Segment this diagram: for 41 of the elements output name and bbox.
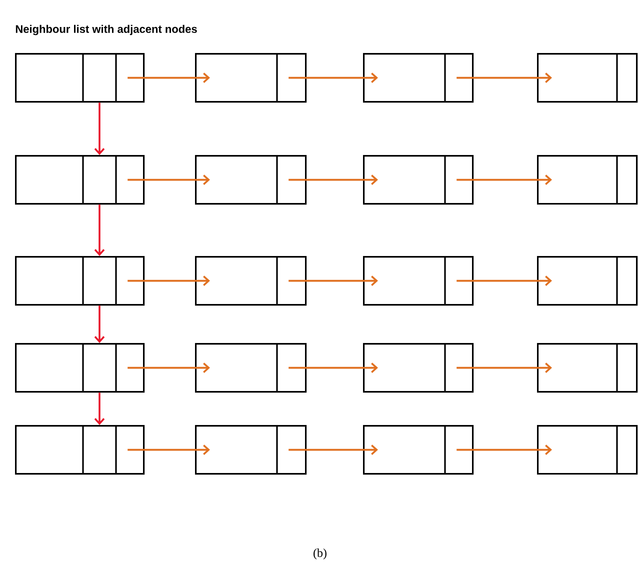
arrow <box>128 444 210 455</box>
arrow <box>128 362 210 373</box>
arrow <box>128 276 210 286</box>
list-node-box <box>15 343 145 393</box>
arrow <box>94 392 105 425</box>
list-node-box <box>537 256 638 306</box>
list-node-box <box>363 53 474 103</box>
list-node-box <box>195 343 307 393</box>
list-node-box <box>363 343 474 393</box>
arrow <box>456 276 552 286</box>
list-node-box <box>195 425 307 475</box>
list-node-box <box>537 425 638 475</box>
list-node-box <box>363 155 474 205</box>
arrow <box>94 102 105 155</box>
arrow <box>128 174 210 185</box>
list-node-box <box>195 256 307 306</box>
list-node-box <box>15 155 145 205</box>
caption: (b) <box>314 548 326 560</box>
arrow <box>128 72 210 83</box>
list-node-box <box>363 256 474 306</box>
arrow <box>456 72 552 83</box>
arrow <box>94 306 105 343</box>
list-node-box <box>195 53 307 103</box>
arrow <box>456 362 552 373</box>
list-node-box <box>195 155 307 205</box>
arrow <box>288 174 378 185</box>
list-node-box <box>537 53 638 103</box>
list-node-box <box>537 343 638 393</box>
arrow <box>456 444 552 455</box>
arrow <box>288 444 378 455</box>
arrow <box>94 204 105 256</box>
arrow <box>288 72 378 83</box>
arrow <box>456 174 552 185</box>
list-node-box <box>15 256 145 306</box>
arrow <box>288 276 378 286</box>
list-node-box <box>363 425 474 475</box>
list-node-box <box>15 425 145 475</box>
title: Neighbour list with adjacent nodes <box>16 24 197 36</box>
list-node-box <box>15 53 145 103</box>
arrow <box>288 362 378 373</box>
list-node-box <box>537 155 638 205</box>
